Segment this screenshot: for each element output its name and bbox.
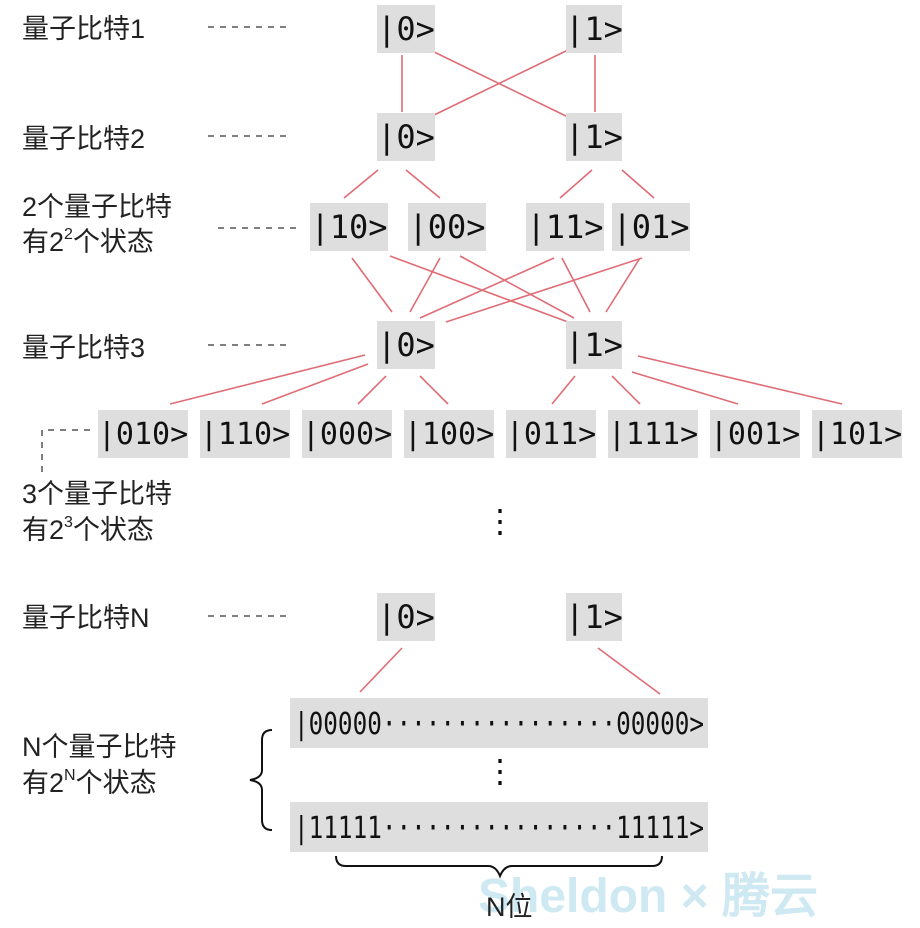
svg-text:|1>: |1>: [565, 326, 623, 364]
svg-text:|011>: |011>: [506, 417, 596, 452]
watermark: Sheldon × 腾云: [478, 870, 818, 923]
svg-text:|000>: |000>: [302, 417, 392, 452]
svg-text:|10>: |10>: [310, 208, 387, 246]
ket-q1-1: |1>: [565, 5, 623, 53]
label-n-states-pre: 有2: [22, 768, 64, 798]
label-qubit1: 量子比特1: [22, 14, 145, 44]
left-brace: [249, 729, 273, 831]
label-three-states-pre: 有2: [22, 515, 64, 545]
label-n-bits: N位: [486, 892, 533, 922]
label-qubit3: 量子比特3: [22, 333, 145, 363]
ket-s3-001: |001>: [710, 410, 800, 458]
ket-s3-101: |101>: [812, 410, 902, 458]
ket-qN-1: |1>: [565, 593, 623, 641]
label-two-states-sup: 2: [64, 226, 73, 243]
svg-text:|111>: |111>: [608, 417, 698, 452]
label-n-states-post: 个状态: [76, 768, 157, 798]
svg-text:|100>: |100>: [404, 417, 494, 452]
ket-n-all-zeros: |00000················00000>: [290, 698, 708, 748]
ket-s2-11: |11>: [526, 203, 604, 251]
svg-text:|010>: |010>: [98, 417, 188, 452]
bottom-brace: [335, 855, 663, 879]
svg-text:|00>: |00>: [408, 208, 485, 246]
label-three-states-post: 个状态: [73, 515, 154, 545]
svg-text:|00000················00000>: |00000················00000>: [294, 707, 704, 742]
label-n-qubits: N个量子比特: [22, 732, 177, 762]
ket-n-all-ones: |11111················11111>: [290, 802, 708, 852]
label-three-qubits: 3个量子比特: [22, 479, 172, 509]
ket-q2-0: |0>: [377, 113, 435, 161]
ket-s3-110: |110>: [200, 410, 290, 458]
label-qubitN: 量子比特N: [22, 603, 150, 633]
ket-s2-00: |00>: [408, 203, 486, 251]
svg-text:|11>: |11>: [526, 208, 603, 246]
label-three-states-sup: 3: [64, 514, 73, 531]
ket-q3-0: |0>: [377, 321, 435, 369]
label-n-states: 有2N个状态: [22, 767, 157, 798]
ket-s3-111: |111>: [608, 410, 698, 458]
ket-s2-10: |10>: [310, 203, 388, 251]
label-three-states: 有23个状态: [22, 514, 154, 545]
label-two-states-post: 个状态: [73, 227, 154, 257]
ket-s3-000: |000>: [302, 410, 392, 458]
ket-q1-0: |0>: [377, 5, 435, 53]
svg-text:|1>: |1>: [565, 10, 623, 48]
leader-three-qubits: [41, 429, 90, 476]
label-two-states-pre: 有2: [22, 227, 64, 257]
ket-q3-1: |1>: [565, 321, 623, 369]
ellipsis-vertical-1: ⋮: [484, 502, 516, 540]
svg-text:|0>: |0>: [377, 326, 435, 364]
svg-text:|1>: |1>: [565, 118, 623, 156]
svg-text:|1>: |1>: [565, 598, 623, 636]
ket-s3-011: |011>: [506, 410, 596, 458]
ket-s3-100: |100>: [404, 410, 494, 458]
ket-s3-010: |010>: [98, 410, 188, 458]
svg-text:|0>: |0>: [377, 10, 435, 48]
label-two-qubits: 2个量子比特: [22, 192, 172, 222]
svg-text:|0>: |0>: [377, 598, 435, 636]
svg-text:|01>: |01>: [612, 208, 689, 246]
connectors: [169, 49, 843, 695]
svg-text:|110>: |110>: [200, 417, 290, 452]
label-n-states-sup: N: [64, 767, 76, 784]
ellipsis-vertical-2: ⋮: [484, 752, 516, 790]
svg-text:|001>: |001>: [710, 417, 800, 452]
svg-text:|0>: |0>: [377, 118, 435, 156]
ket-s2-01: |01>: [612, 203, 690, 251]
ket-q2-1: |1>: [565, 113, 623, 161]
label-qubit2: 量子比特2: [22, 124, 145, 154]
svg-text:|101>: |101>: [812, 417, 902, 452]
ket-qN-0: |0>: [377, 593, 435, 641]
label-two-states: 有22个状态: [22, 226, 154, 257]
svg-text:|11111················11111>: |11111················11111>: [294, 811, 704, 846]
